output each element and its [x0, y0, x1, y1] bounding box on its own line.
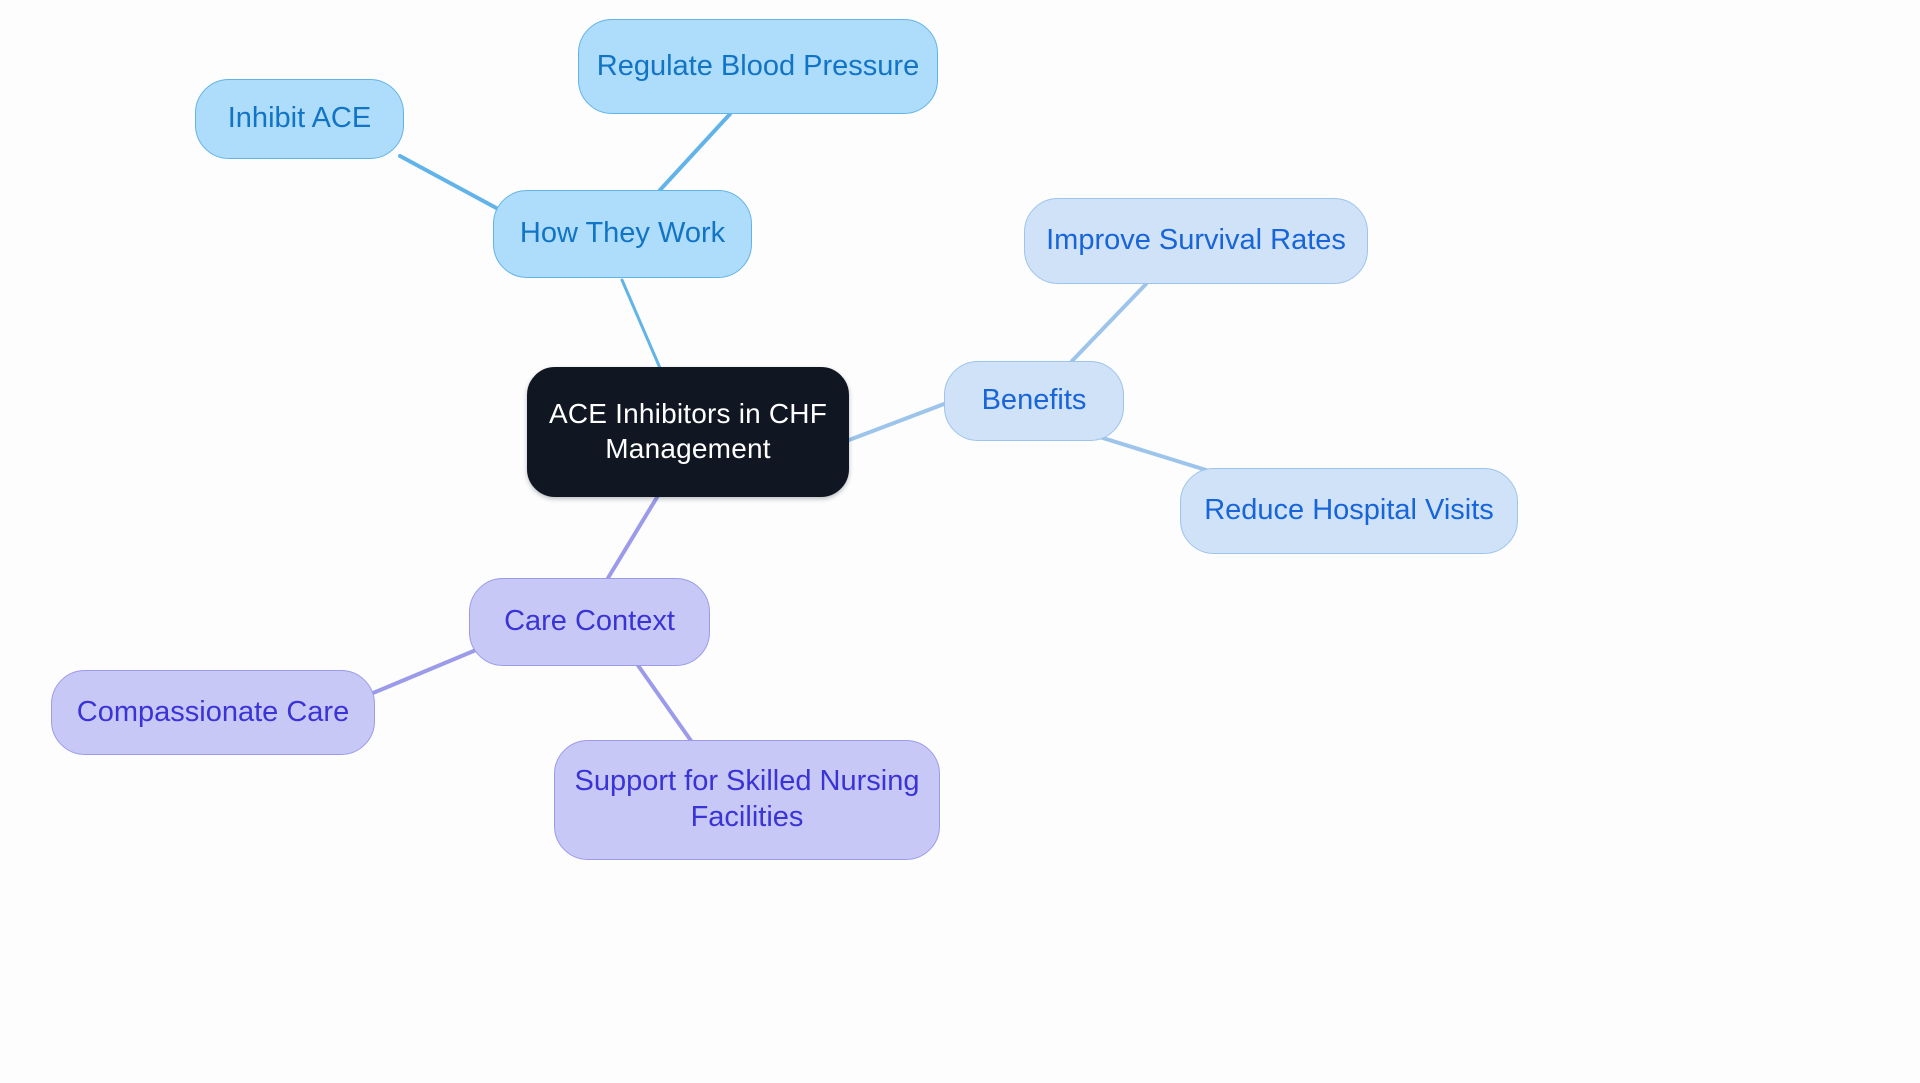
- node-label-root: ACE Inhibitors in CHF Management: [548, 398, 828, 464]
- node-label-support-skilled-nursing-facilities: Support for Skilled Nursing Facilities: [574, 765, 920, 833]
- mindmap-node-root[interactable]: ACE Inhibitors in CHF Management: [527, 367, 849, 497]
- edge-how-they-work-to-regulate-blood-pressure: [658, 112, 732, 192]
- node-label-compassionate-care: Compassionate Care: [76, 695, 350, 728]
- mindmap-node-benefits[interactable]: Benefits: [944, 361, 1124, 441]
- edge-care-context-to-support-skilled-nursing-facilities: [635, 662, 696, 747]
- node-label-care-context: Care Context: [504, 605, 675, 638]
- edge-benefits-to-reduce-hospital-visits: [1088, 432, 1208, 472]
- edge-root-to-how-they-work: [620, 278, 662, 370]
- mindmap-node-improve-survival-rates[interactable]: Improve Survival Rates: [1024, 198, 1368, 284]
- node-label-reduce-hospital-visits: Reduce Hospital Visits: [1204, 494, 1494, 527]
- mindmap-node-compassionate-care[interactable]: Compassionate Care: [51, 670, 375, 755]
- node-label-how-they-work: How They Work: [519, 217, 726, 250]
- edge-root-to-care-context: [606, 492, 661, 580]
- mindmap-node-inhibit-ace[interactable]: Inhibit ACE: [195, 79, 404, 159]
- node-label-regulate-blood-pressure: Regulate Blood Pressure: [596, 49, 920, 82]
- edge-how-they-work-to-inhibit-ace: [398, 154, 502, 212]
- mindmap-node-regulate-blood-pressure[interactable]: Regulate Blood Pressure: [578, 19, 938, 114]
- mindmap-node-reduce-hospital-visits[interactable]: Reduce Hospital Visits: [1180, 468, 1518, 554]
- mindmap-node-support-skilled-nursing-facilities[interactable]: Support for Skilled Nursing Facilities: [554, 740, 940, 860]
- node-label-benefits: Benefits: [981, 384, 1087, 417]
- mindmap-node-how-they-work[interactable]: How They Work: [493, 190, 752, 278]
- node-label-inhibit-ace: Inhibit ACE: [227, 102, 372, 135]
- mindmap-node-care-context[interactable]: Care Context: [469, 578, 710, 666]
- edge-benefits-to-improve-survival-rates: [1070, 282, 1148, 363]
- edge-root-to-benefits: [847, 402, 946, 442]
- edge-care-context-to-compassionate-care: [371, 648, 478, 695]
- node-label-improve-survival-rates: Improve Survival Rates: [1046, 224, 1346, 257]
